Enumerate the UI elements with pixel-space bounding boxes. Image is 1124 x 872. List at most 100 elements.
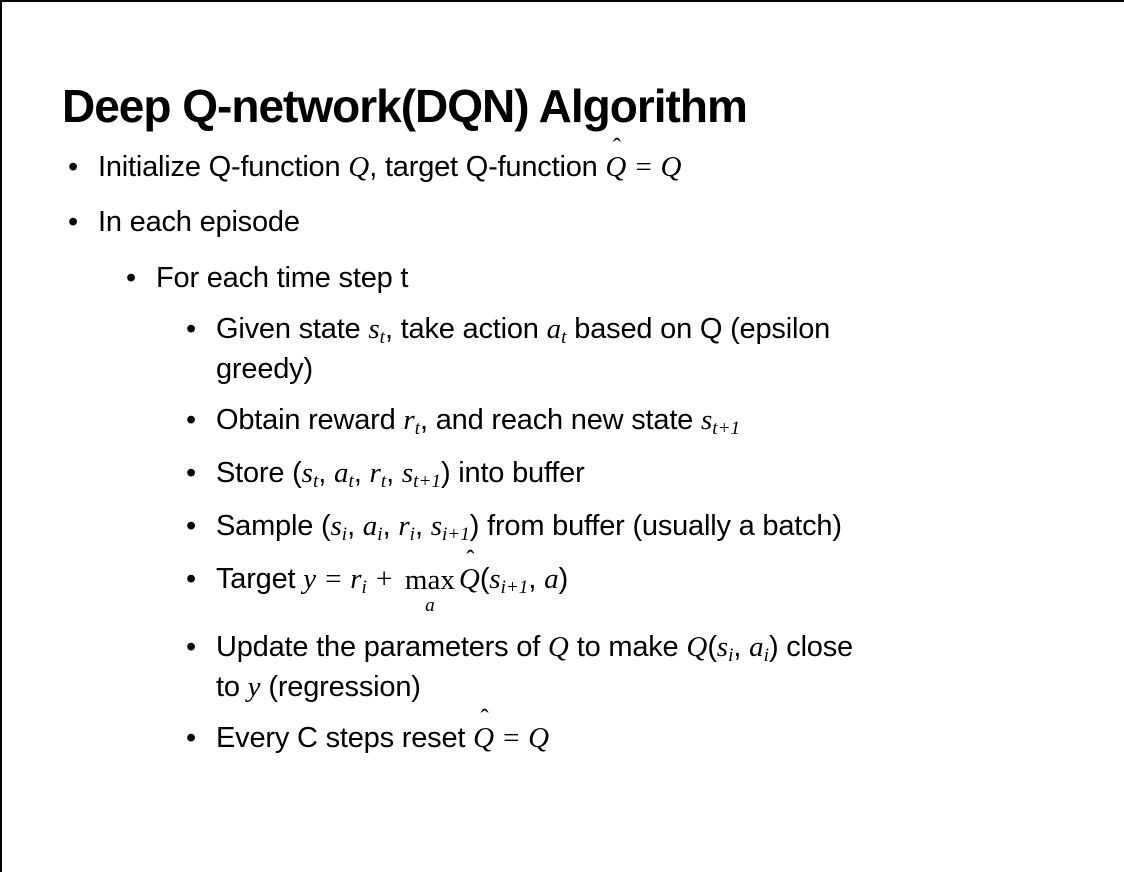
text-segment: Every C steps reset <box>216 722 474 755</box>
bullet-icon: • <box>186 631 196 663</box>
text-segment: i+1 <box>441 523 470 545</box>
text-segment: = <box>626 151 661 183</box>
bullet-item-1: • In each episode <box>64 203 1108 241</box>
text-segment: ) from buffer (usually a batch) <box>469 510 842 543</box>
text-segment: , take action <box>384 312 547 345</box>
text-segment: Initialize Q-function <box>98 151 349 183</box>
text-segment: , <box>353 457 370 490</box>
text-segment: i <box>728 644 734 666</box>
bullet-item-6: •Sample (si, ai, ri, si+1) from buffer (… <box>64 507 1108 547</box>
text-segment: Store ( <box>216 457 302 490</box>
text-segment: i+1 <box>500 577 529 599</box>
text-segment: Q <box>660 151 682 183</box>
bullet-item-5: • Store (st, at, rt, st+1) into buffer <box>64 454 1108 494</box>
text-segment: to make <box>568 631 687 663</box>
text-segment: t+1 <box>712 417 741 439</box>
bullet-text: For each time step t <box>156 259 1108 297</box>
text-segment: Q <box>547 631 569 663</box>
bullet-icon: • <box>186 722 196 755</box>
text-segment: s <box>700 404 713 437</box>
bullet-text: Obtain reward rt, and reach new state st… <box>216 401 1108 441</box>
bullet-icon: • <box>68 151 78 183</box>
bullet-item-0: •Initialize Q-function Q, target Q-funct… <box>64 133 1108 186</box>
text-segment: ( <box>479 563 490 596</box>
text-segment: a <box>546 312 562 345</box>
text-segment: s <box>368 312 380 345</box>
text-segment: Q <box>528 722 550 755</box>
text-segment: r <box>398 510 410 543</box>
text-segment: , <box>733 631 750 663</box>
bullet-item-3: •Given state st, take action at based on… <box>64 310 1108 388</box>
bullet-text: In each episode <box>98 203 1108 241</box>
hat-accent: ˆ <box>466 545 475 573</box>
text-segment: , <box>528 563 545 596</box>
hat-accent: ˆ <box>612 133 622 161</box>
bullet-icon: • <box>126 261 136 294</box>
text-segment: Q <box>348 151 370 183</box>
bullet-item-8: •Update the parameters of Q to make Q(si… <box>64 628 1108 706</box>
text-segment: t <box>561 326 567 348</box>
bullet-icon: • <box>186 404 196 437</box>
bullet-text: Sample (si, ai, ri, si+1) from buffer (u… <box>216 507 1108 547</box>
bullet-text: Update the parameters of Q to make Q(si,… <box>216 628 1108 706</box>
bullet-list: •Initialize Q-function Q, target Q-funct… <box>64 133 1108 771</box>
text-segment: ) into buffer <box>440 457 585 490</box>
text-segment: Obtain reward <box>216 404 404 437</box>
text-segment: a <box>544 563 559 596</box>
text-segment: ) close <box>768 631 853 663</box>
bullet-icon: • <box>186 510 196 543</box>
slide-title: Deep Q-network(DQN) Algorithm <box>62 79 748 132</box>
text-segment: r <box>350 563 362 596</box>
text-segment: t <box>312 470 319 492</box>
text-segment: t <box>414 417 421 439</box>
text-segment: = <box>494 722 529 755</box>
text-segment: = <box>316 563 351 596</box>
text-segment: , <box>414 510 431 543</box>
text-segment: In each episode <box>98 206 300 239</box>
bullet-item-2: • For each time step t <box>64 259 1108 297</box>
bullet-icon: • <box>68 206 78 239</box>
text-segment: s <box>301 457 313 490</box>
text-segment: , <box>347 510 363 543</box>
text-segment: , <box>382 510 399 543</box>
text-segment: a <box>333 457 349 490</box>
text-segment: t <box>348 470 354 492</box>
slide-top-border <box>0 0 1124 2</box>
bullet-text: Given state st, take action at based on … <box>216 310 1108 388</box>
text-segment: ( <box>707 631 717 663</box>
text-segment: Q <box>686 631 708 663</box>
bullet-text: Initialize Q-function Q, target Q-functi… <box>98 133 1108 186</box>
bullet-icon: • <box>186 457 196 490</box>
text-segment: greedy) <box>216 352 313 385</box>
text-segment: i <box>409 523 415 545</box>
bullet-text: Store (st, at, rt, st+1) into buffer <box>216 454 1108 494</box>
text-segment: t <box>379 326 385 348</box>
bullet-item-4: • Obtain reward rt, and reach new state s… <box>64 401 1108 441</box>
text-segment: ) <box>558 563 569 596</box>
text-segment: Target <box>216 563 304 596</box>
text-segment: i <box>361 577 367 599</box>
text-segment: a <box>362 510 378 543</box>
text-segment: a <box>749 631 764 663</box>
text-segment: , <box>318 457 334 490</box>
slide-left-border <box>0 0 2 872</box>
text-segment: r <box>403 404 415 437</box>
bullet-icon: • <box>186 312 196 345</box>
text-segment: y <box>303 563 317 596</box>
text-segment: based on Q (epsilon <box>566 312 831 345</box>
text-segment: , target Q-function <box>369 151 606 183</box>
text-segment: , and reach new state <box>420 404 701 437</box>
text-segment: Update the parameters of <box>216 631 548 663</box>
text-segment: y <box>247 671 261 704</box>
text-segment: (regression) <box>260 671 421 704</box>
text-segment: s <box>716 631 729 663</box>
text-segment: s <box>430 510 442 543</box>
text-segment: Given state <box>216 312 369 345</box>
